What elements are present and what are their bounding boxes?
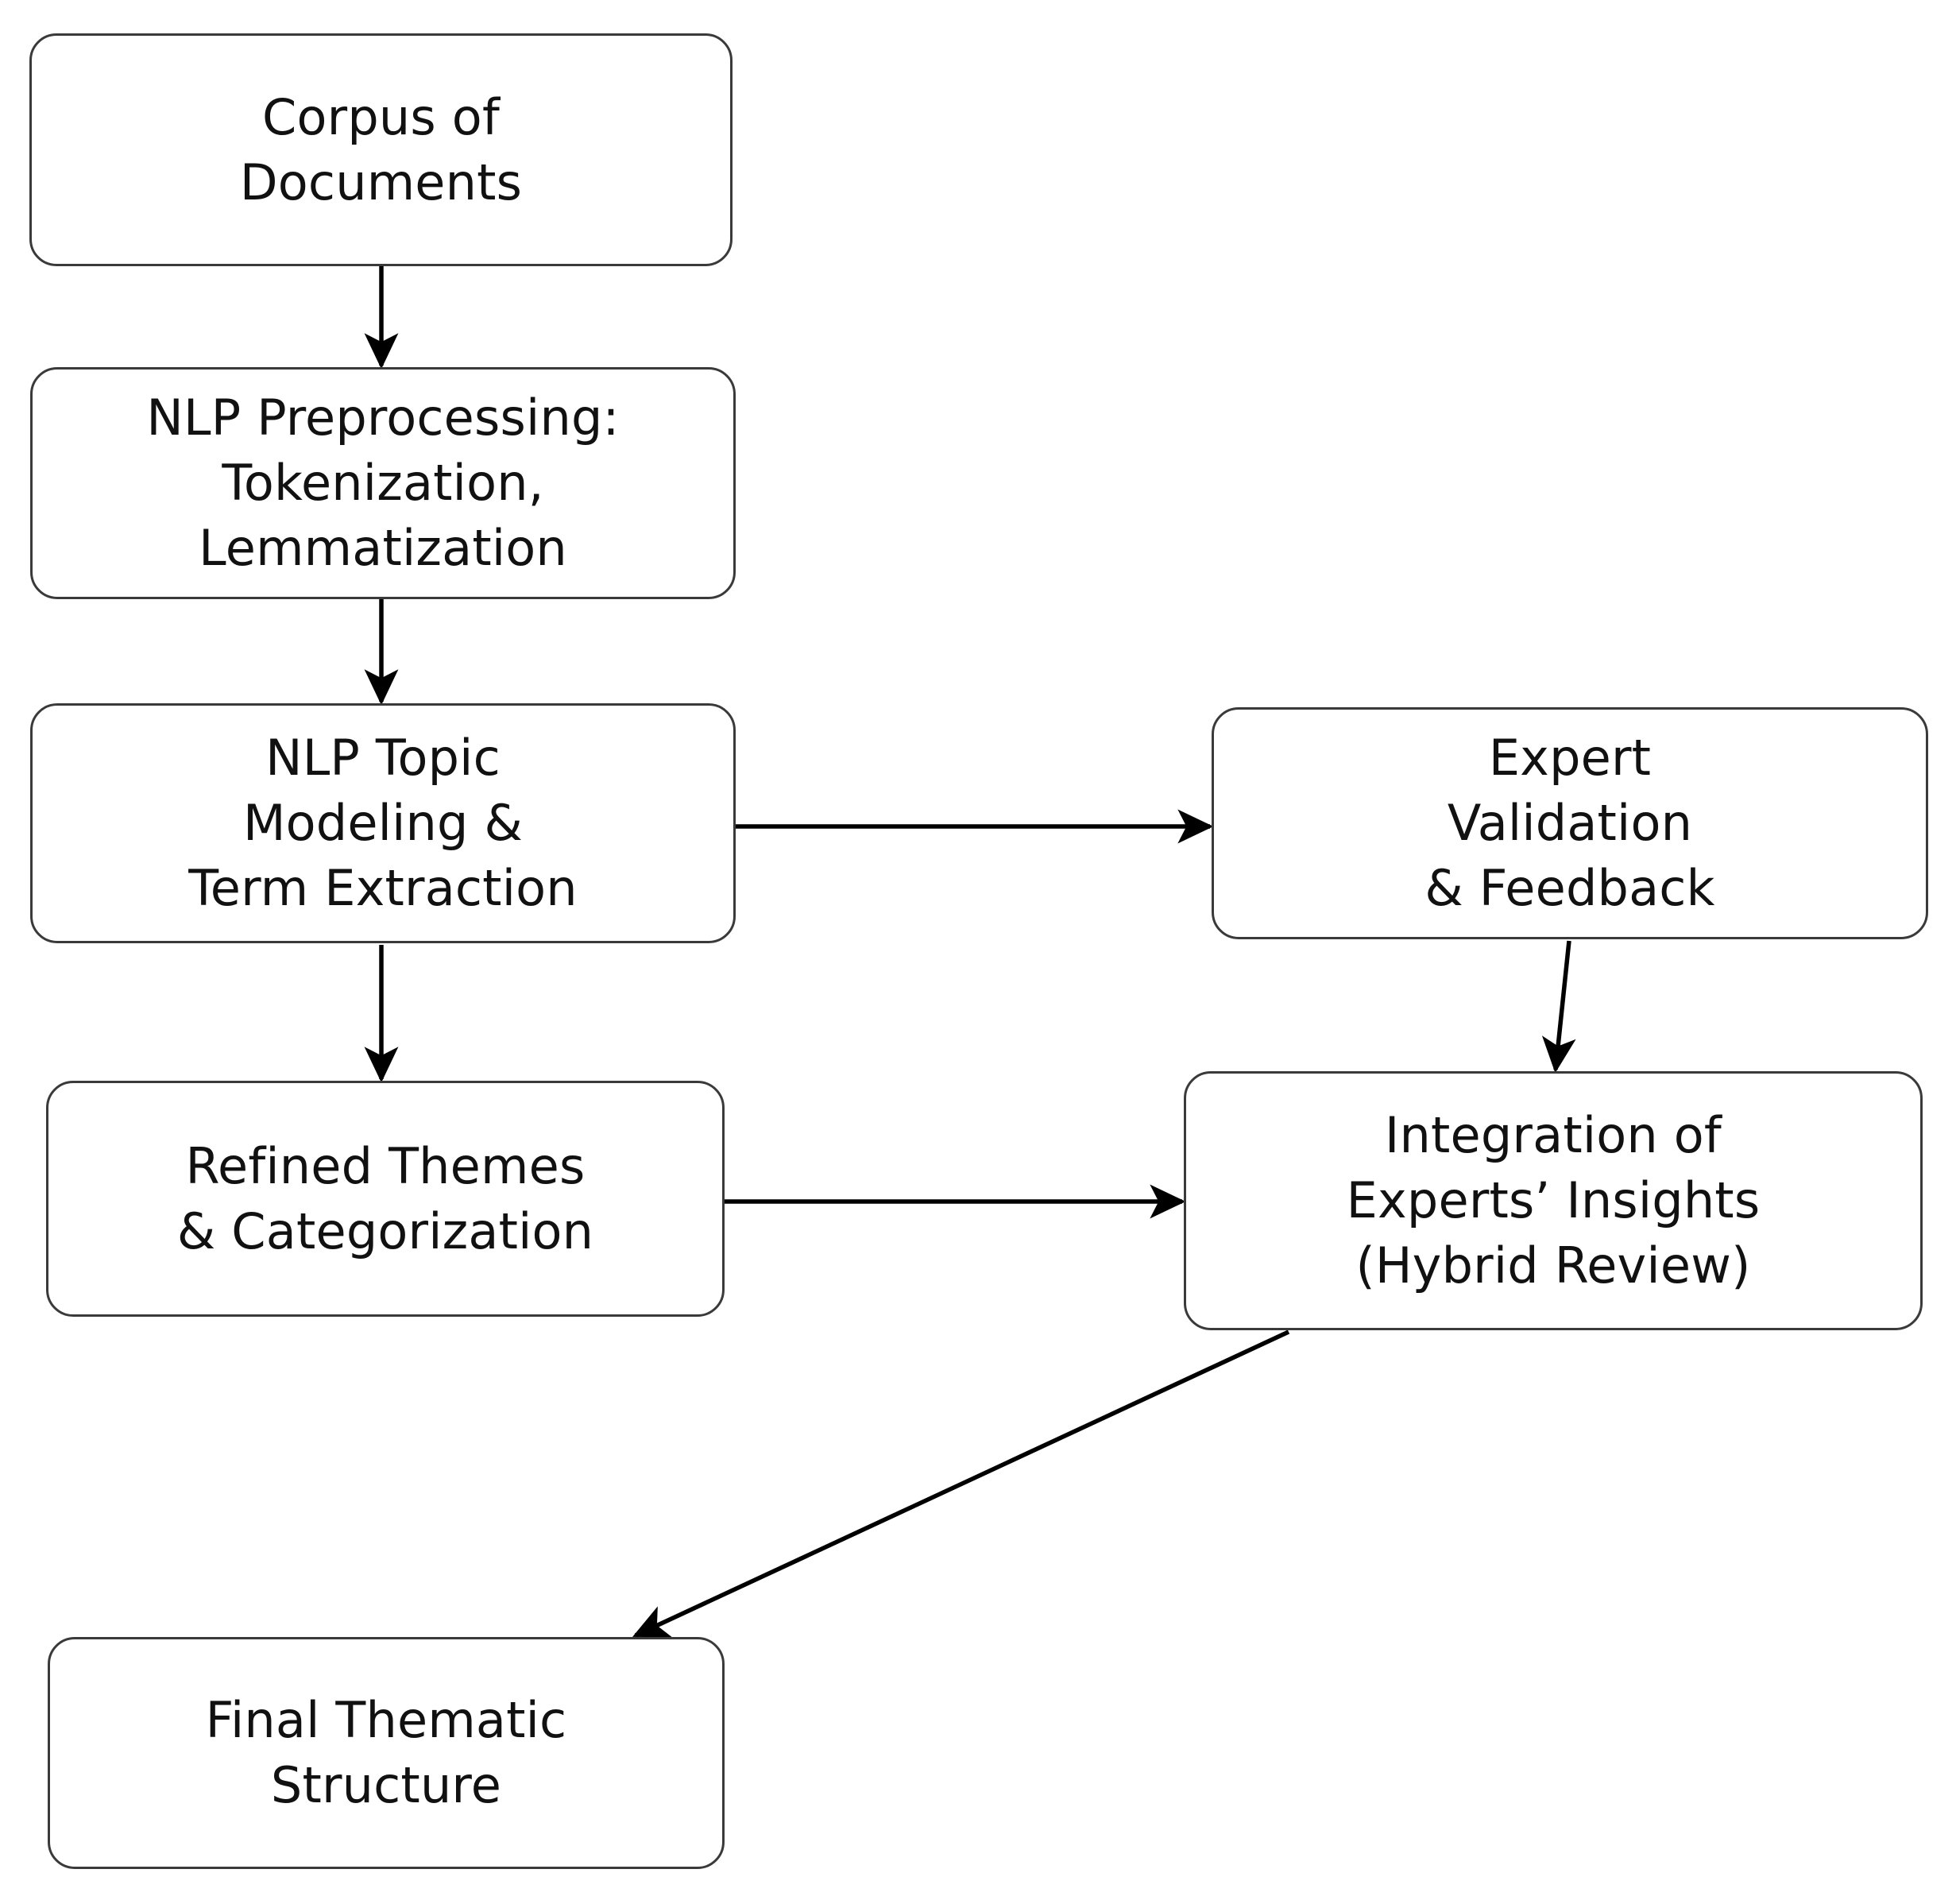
node-label-line: Experts’ Insights [1346, 1171, 1761, 1230]
node-label-line: Integration of [1385, 1106, 1722, 1165]
node-label-line: Documents [239, 153, 523, 211]
node-label-line: & Categorization [176, 1202, 594, 1260]
node-label-line: Expert [1488, 729, 1652, 788]
node-label-line: Term Extraction [188, 858, 578, 917]
edge-expert-validation-to-integration [1541, 940, 1576, 1074]
node-label-line: Corpus of [262, 87, 500, 146]
node-label-line: Modeling & [242, 794, 524, 853]
node-label-line: Refined Themes [185, 1136, 586, 1195]
node-nlp-preprocessing[interactable]: NLP Preprocessing: Tokenization,Lemmatiza… [30, 367, 736, 599]
node-integration-of-experts-insights[interactable]: Integration of Experts’ Insights (Hybrid R… [1184, 1071, 1923, 1330]
node-label-line: Tokenization, [222, 454, 544, 513]
node-label-line: (Hybrid Review) [1355, 1236, 1751, 1294]
node-refined-themes[interactable]: Refined Themes & Categorization [46, 1081, 725, 1317]
node-label-line: Structure [270, 1756, 502, 1814]
node-label-line: NLP Preprocessing: [146, 389, 620, 447]
node-label-line: & Feedback [1424, 858, 1715, 917]
node-label-line: Final Thematic [205, 1691, 567, 1750]
edge-integration-to-final-structure [632, 1329, 1290, 1638]
node-corpus-of-documents[interactable]: Corpus of Documents [29, 33, 733, 266]
node-label-line: Lemmatization [199, 518, 567, 577]
node-label-line: Validation [1447, 794, 1693, 853]
node-label-line: NLP Topic [265, 729, 501, 788]
